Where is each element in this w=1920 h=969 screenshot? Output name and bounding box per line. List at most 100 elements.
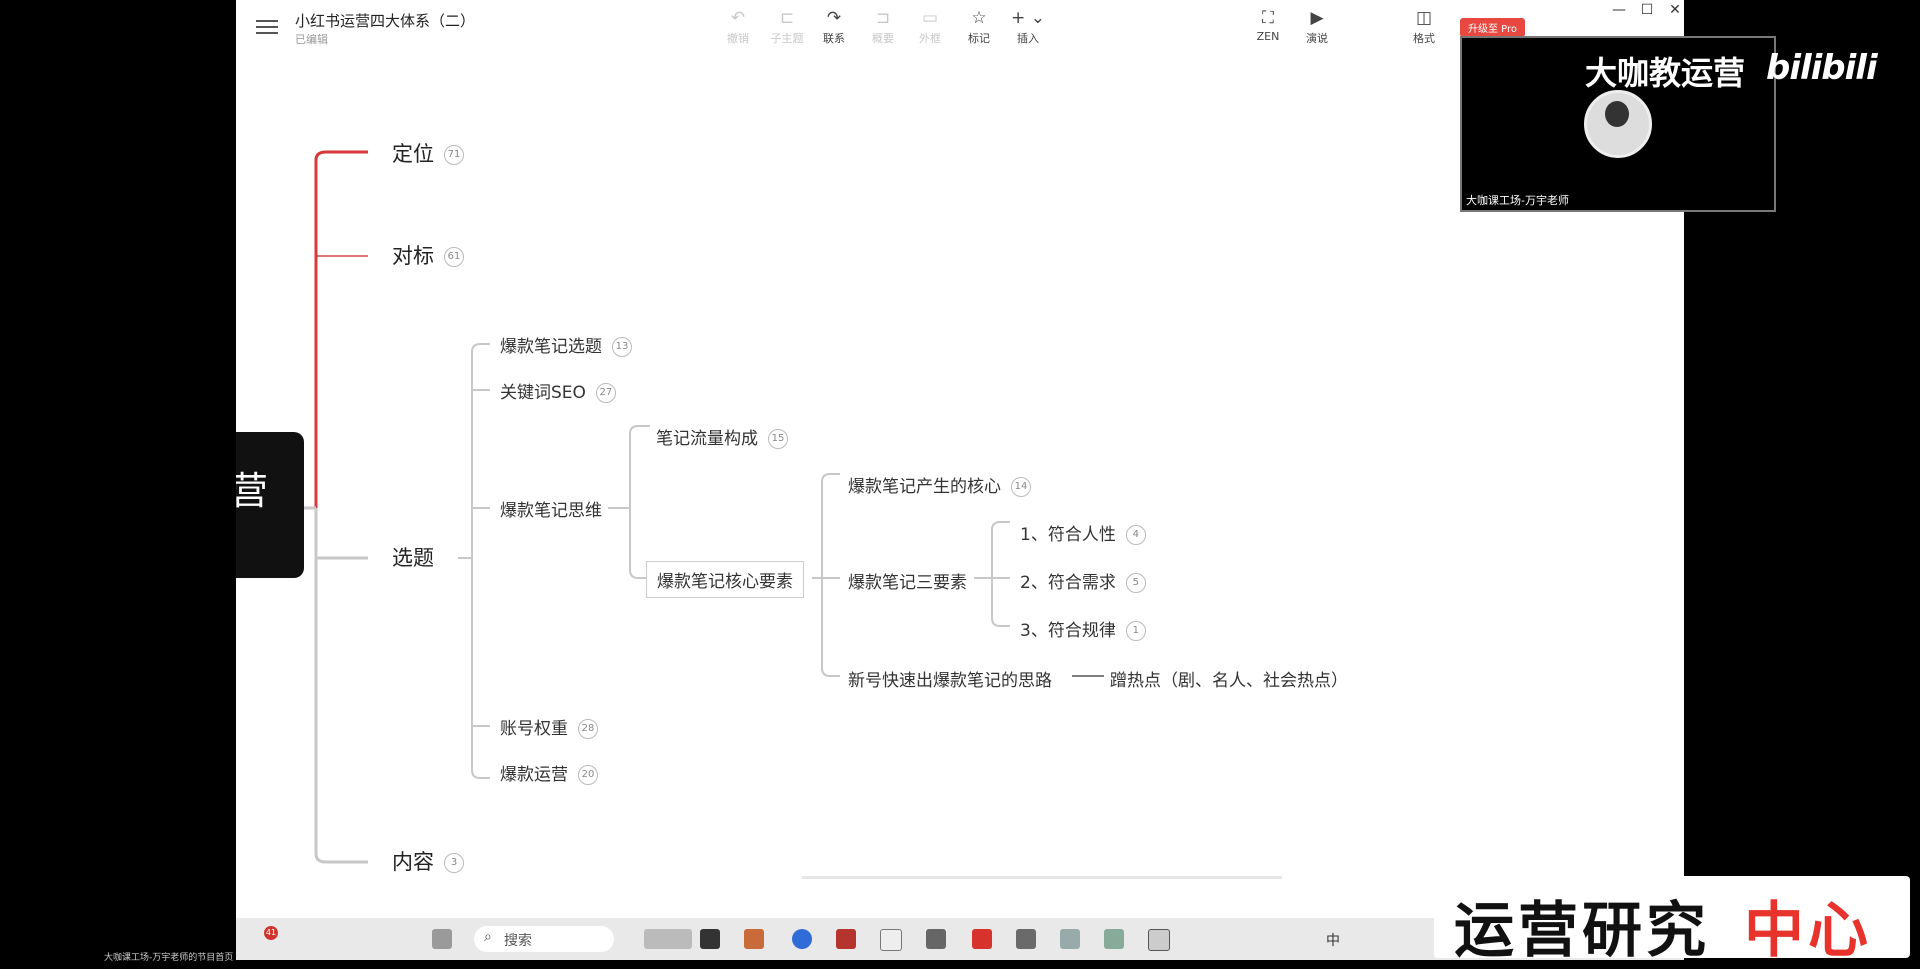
minimize-button[interactable]: — bbox=[1612, 2, 1626, 18]
app-icon-green[interactable] bbox=[1104, 929, 1124, 949]
stream-caption: 大咖课工场-万宇老师的节目首页 bbox=[104, 953, 234, 963]
note-count-badge[interactable]: 5 bbox=[1125, 573, 1146, 593]
ime-indicator[interactable]: 中 bbox=[1326, 933, 1340, 949]
file-explorer-icon[interactable] bbox=[744, 929, 764, 949]
taskbar-search-box[interactable]: ⌕ 搜索 bbox=[474, 926, 614, 952]
note-count-badge[interactable]: 1 bbox=[1125, 621, 1146, 641]
maximize-button[interactable]: ☐ bbox=[1640, 2, 1654, 18]
element-rules[interactable]: 3、符合规律 1 bbox=[1020, 616, 1146, 641]
boundary-button[interactable]: ▭外框 bbox=[908, 8, 952, 46]
zen-button[interactable]: ⛶ ZEN bbox=[1246, 8, 1290, 43]
insert-label: 插入 bbox=[1017, 32, 1039, 45]
upgrade-pro-badge[interactable]: 升级至 Pro bbox=[1460, 18, 1526, 37]
subtopic-label: 笔记流量构成 bbox=[656, 429, 758, 449]
text-editor-icon[interactable] bbox=[880, 929, 902, 951]
task-view-icon[interactable] bbox=[700, 929, 720, 949]
subtopic-label: 子主题 bbox=[770, 32, 804, 45]
watermark-black-text: 运营研究 bbox=[1454, 896, 1710, 966]
subtopic-label: 账号权重 bbox=[500, 719, 568, 739]
format-icon: ◫ bbox=[1415, 8, 1433, 28]
horizontal-scrollbar[interactable] bbox=[802, 876, 1282, 879]
element-human-nature[interactable]: 1、符合人性 4 bbox=[1020, 520, 1146, 545]
presenter-video-overlay: 大咖教运营 大咖课工场-万宇老师 bbox=[1460, 36, 1776, 212]
note-count-badge[interactable]: 71 bbox=[444, 145, 464, 165]
subtopic-three-elements[interactable]: 爆款笔记三要素 bbox=[848, 568, 967, 593]
subtopic-hot-topics[interactable]: 蹭热点（剧、名人、社会热点） bbox=[1110, 666, 1348, 691]
relationship-button[interactable]: ↷ 联系 bbox=[812, 8, 856, 46]
network-app-icon[interactable] bbox=[1060, 929, 1080, 949]
close-button[interactable]: ✕ bbox=[1669, 2, 1681, 18]
subtopic-viral-note-thinking[interactable]: 爆款笔记思维 bbox=[500, 496, 602, 521]
app-icon-gray[interactable] bbox=[926, 929, 946, 949]
subtopic-new-account-ideas[interactable]: 新号快速出爆款笔记的思路 bbox=[848, 666, 1052, 691]
note-count-badge[interactable]: 13 bbox=[612, 337, 632, 357]
pitch-button[interactable]: ▶ 演说 bbox=[1295, 8, 1339, 46]
subtopic-label: 爆款运营 bbox=[500, 765, 568, 785]
note-count-badge[interactable]: 28 bbox=[578, 719, 598, 739]
subtopic-label: 爆款笔记产生的核心 bbox=[848, 477, 1001, 497]
fullscreen-icon: ⛶ bbox=[1262, 8, 1274, 28]
mindmap-app-window: 小红书运营四大体系（二） 已编辑 ↶撤销 ⊏子主题 ↷联系 ⊐概要 ▭外框 ☆标… bbox=[236, 0, 1684, 918]
summary-label: 概要 bbox=[872, 32, 894, 45]
undo-button[interactable]: ↶撤销 bbox=[716, 8, 760, 46]
play-icon: ▶ bbox=[1310, 8, 1324, 28]
relationship-icon: ↷ bbox=[826, 8, 842, 28]
note-count-badge[interactable]: 3 bbox=[444, 853, 464, 873]
topic-positioning[interactable]: 定位 71 bbox=[392, 138, 464, 168]
mindmap-connectors bbox=[304, 150, 1104, 864]
star-icon: ☆ bbox=[971, 8, 987, 28]
subtopic-label: 1、符合人性 bbox=[1020, 525, 1116, 545]
start-icon[interactable] bbox=[432, 929, 452, 949]
widget-icon[interactable] bbox=[644, 929, 692, 949]
subtopic-viral-operation[interactable]: 爆款运营 20 bbox=[500, 760, 598, 785]
subtopic-label: 3、符合规律 bbox=[1020, 621, 1116, 641]
subtopic-keyword-seo[interactable]: 关键词SEO 27 bbox=[500, 378, 616, 403]
subtopic-traffic-composition[interactable]: 笔记流量构成 15 bbox=[656, 424, 788, 449]
subtopic-core-elements-selected[interactable]: 爆款笔记核心要素 bbox=[646, 561, 804, 598]
note-count-badge[interactable]: 20 bbox=[578, 765, 598, 785]
topic-label: 定位 bbox=[392, 142, 434, 166]
document-title[interactable]: 小红书运营四大体系（二） bbox=[295, 12, 476, 30]
app-icon-red[interactable] bbox=[836, 929, 856, 949]
connector-content bbox=[314, 508, 368, 864]
summary-icon: ⊐ bbox=[875, 8, 891, 28]
marker-button[interactable]: ☆ 标记 bbox=[957, 8, 1001, 46]
topic-label: 对标 bbox=[392, 244, 434, 268]
pitch-label: 演说 bbox=[1306, 32, 1328, 45]
marker-label: 标记 bbox=[968, 32, 990, 45]
boundary-icon: ▭ bbox=[921, 8, 939, 28]
subtopic-account-weight[interactable]: 账号权重 28 bbox=[500, 714, 598, 739]
format-button[interactable]: ◫格式 bbox=[1402, 8, 1446, 46]
tablet-icon[interactable] bbox=[1148, 929, 1170, 951]
summary-button[interactable]: ⊐ 概要 bbox=[861, 8, 905, 46]
hamburger-menu-icon[interactable] bbox=[256, 16, 278, 34]
relationship-label: 联系 bbox=[823, 32, 845, 45]
connector-thinking-children bbox=[608, 425, 650, 579]
subtopic-button[interactable]: ⊏子主题 bbox=[765, 8, 809, 46]
subtopic-label: 蹭热点（剧、名人、社会热点） bbox=[1110, 671, 1348, 691]
subtopic-label: 爆款笔记思维 bbox=[500, 501, 602, 521]
zen-label: ZEN bbox=[1256, 30, 1280, 43]
note-count-badge[interactable]: 4 bbox=[1125, 525, 1146, 545]
edge-browser-icon[interactable] bbox=[792, 929, 812, 949]
subtopic-label: 关键词SEO bbox=[500, 383, 586, 403]
plus-icon: + ⌄ bbox=[1011, 8, 1045, 28]
subtopic-viral-core[interactable]: 爆款笔记产生的核心 14 bbox=[848, 472, 1031, 497]
title-bar: 小红书运营四大体系（二） 已编辑 ↶撤销 ⊏子主题 ↷联系 ⊐概要 ▭外框 ☆标… bbox=[236, 0, 1684, 56]
watermark-red-text: 中心 bbox=[1744, 896, 1872, 966]
mindmap-app-icon[interactable] bbox=[972, 929, 992, 949]
root-topic[interactable]: 营 bbox=[236, 432, 304, 578]
note-count-badge[interactable]: 61 bbox=[444, 247, 464, 267]
insert-button[interactable]: + ⌄ 插入 bbox=[1006, 8, 1050, 46]
note-count-badge[interactable]: 27 bbox=[595, 383, 616, 403]
bilibili-logo: bilibili bbox=[1766, 48, 1878, 88]
note-count-badge[interactable]: 14 bbox=[1011, 477, 1031, 497]
photos-icon[interactable] bbox=[1016, 929, 1036, 949]
topic-topic-selection[interactable]: 选题 bbox=[392, 542, 434, 572]
note-count-badge[interactable]: 15 bbox=[768, 429, 788, 449]
topic-benchmark[interactable]: 对标 61 bbox=[392, 240, 464, 270]
